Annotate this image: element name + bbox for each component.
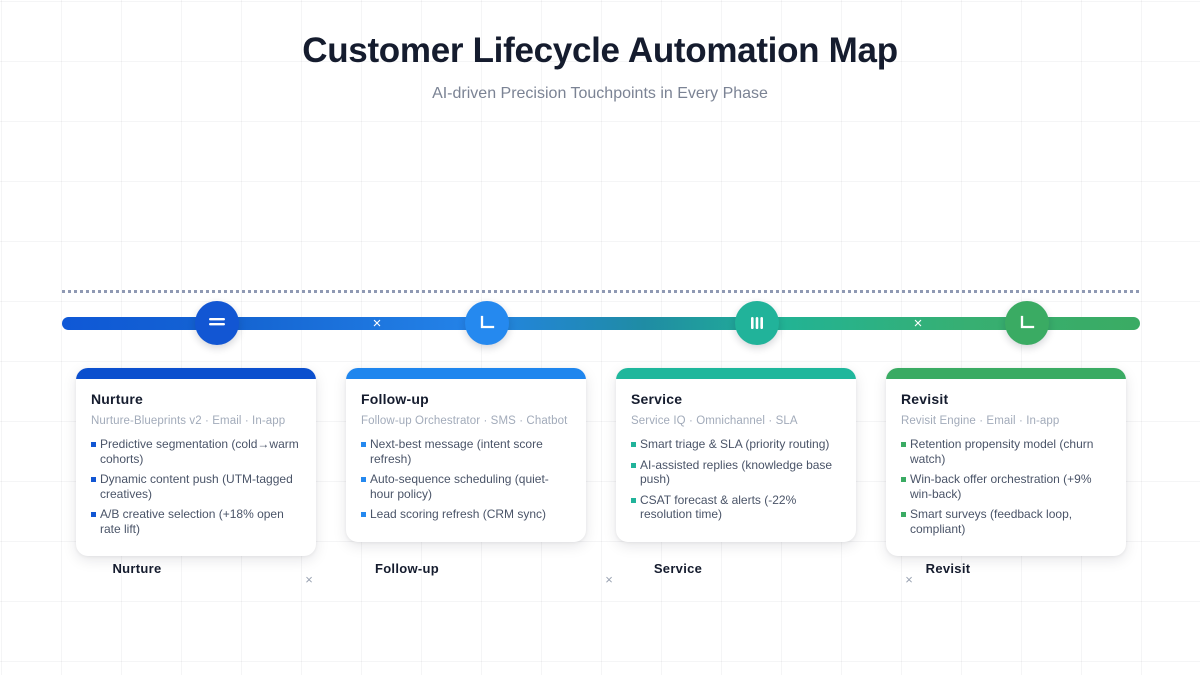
phase-label-followup: Follow-up [374,561,440,576]
corner-bracket-icon [1017,314,1037,332]
timeline-node-service[interactable] [735,301,779,345]
phase-label-service: Service [653,561,703,576]
list-item: Lead scoring refresh (CRM sync) [361,507,571,522]
phase-card-revisit[interactable]: Revisit Revisit Engine · Email · In-app … [886,368,1126,556]
list-item: A/B creative selection (+18% open rate l… [91,507,301,536]
timeline-node-nurture[interactable] [195,301,239,345]
bullet-marker [631,442,636,447]
list-item: CSAT forecast & alerts (-22% resolution … [631,493,841,522]
list-item: Retention propensity model (churn watch) [901,437,1111,466]
card-accent-bar [346,368,586,379]
bullet-marker [361,442,366,447]
timeline-node-revisit[interactable] [1005,301,1049,345]
bullet-marker [91,512,96,517]
card-accent-bar [886,368,1126,379]
card-meta: Revisit Engine · Email · In-app [901,415,1060,427]
phase-label-nurture: Nurture [112,561,162,576]
phase-separator-x-2: × [605,572,613,587]
phase-separator-x-1: × [305,572,313,587]
bullet-marker [361,477,366,482]
dotted-guide-line [62,290,1140,293]
timeline-node-followup[interactable] [465,301,509,345]
vertical-bars-icon [747,314,767,332]
bullet-marker [91,442,96,447]
card-title: Nurture [91,391,143,407]
track-separator-x-2: × [913,315,923,332]
bullet-marker [901,442,906,447]
page-subtitle: AI-driven Precision Touchpoints in Every… [432,85,768,102]
phase-card-nurture[interactable]: Nurture Nurture-Blueprints v2 · Email · … [76,368,316,556]
timeline-track [62,317,1140,330]
card-bullet-list: Next-best message (intent score refresh)… [361,437,571,522]
bullet-marker [91,477,96,482]
phase-card-service[interactable]: Service Service IQ · Omnichannel · SLA S… [616,368,856,542]
card-bullet-list: Smart triage & SLA (priority routing) AI… [631,437,841,522]
list-item: Win-back offer orchestration (+9% win-ba… [901,472,1111,501]
card-meta: Nurture-Blueprints v2 · Email · In-app [91,415,286,427]
corner-bracket-icon [477,314,497,332]
page-title: Customer Lifecycle Automation Map [302,31,898,70]
list-item: Smart surveys (feedback loop, compliant) [901,507,1111,536]
card-accent-bar [616,368,856,379]
card-bullet-list: Retention propensity model (churn watch)… [901,437,1111,536]
bullet-marker [361,512,366,517]
list-item: Smart triage & SLA (priority routing) [631,437,841,452]
card-bullet-list: Predictive segmentation (cold→warm cohor… [91,437,301,536]
bullet-marker [631,497,636,503]
card-title: Service [631,391,683,407]
card-title: Follow-up [361,391,429,407]
phase-label-revisit: Revisit [925,561,971,576]
menu-lines-icon [207,315,227,331]
phase-separator-x-3: × [905,572,913,587]
track-separator-x-1: × [372,315,382,332]
bullet-marker [631,462,636,468]
list-item: Predictive segmentation (cold→warm cohor… [91,437,301,466]
list-item: Next-best message (intent score refresh) [361,437,571,466]
card-accent-bar [76,368,316,379]
list-item: Dynamic content push (UTM-tagged creativ… [91,472,301,501]
bullet-marker [901,477,906,482]
card-meta: Follow-up Orchestrator · SMS · Chatbot [361,415,568,427]
card-meta: Service IQ · Omnichannel · SLA [631,415,798,427]
page-header: Customer Lifecycle Automation Map AI-dri… [0,0,1200,103]
list-item: Auto-sequence scheduling (quiet-hour pol… [361,472,571,501]
list-item: AI-assisted replies (knowledge base push… [631,458,841,487]
card-title: Revisit [901,391,949,407]
phase-card-followup[interactable]: Follow-up Follow-up Orchestrator · SMS ·… [346,368,586,542]
bullet-marker [901,512,906,517]
